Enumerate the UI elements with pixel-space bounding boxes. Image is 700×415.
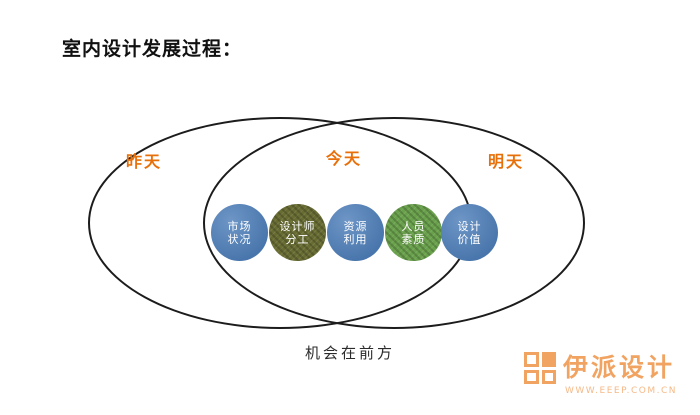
label-tomorrow: 明天 [488,152,525,171]
circle-label-line: 素质 [401,232,426,246]
circle-label-line: 价值 [457,232,482,246]
resource-usage-circle: 资源 利用 [327,204,384,261]
watermark-brand: 伊派设计 [563,353,676,382]
label-yesterday: 昨天 [126,152,163,171]
market-status-circle: 市场 状况 [211,204,268,261]
watermark: 伊派设计 WWW.EEEP.COM.CN [524,352,677,396]
design-value-circle: 设计 价值 [441,204,498,261]
page-title: 室内设计发展过程： [62,38,243,60]
circle-label-line: 状况 [227,232,252,246]
designer-division-circle: 设计师 分工 [269,204,326,261]
watermark-url: WWW.EEEP.COM.CN [565,386,677,396]
circle-label-line: 人员 [401,219,426,233]
circle-label-line: 设计师 [279,219,316,233]
circle-label-line: 设计 [457,219,482,233]
venn-ellipse-right [203,117,585,329]
circle-label-line: 资源 [343,219,368,233]
personnel-quality-circle: 人员 素质 [385,204,442,261]
eeep-logo-icon [524,352,556,384]
circle-label-line: 利用 [343,232,368,246]
label-today: 今天 [326,149,363,168]
circle-label-line: 分工 [285,232,310,246]
bottom-caption: 机会在前方 [304,344,395,362]
circle-label-line: 市场 [227,219,252,233]
